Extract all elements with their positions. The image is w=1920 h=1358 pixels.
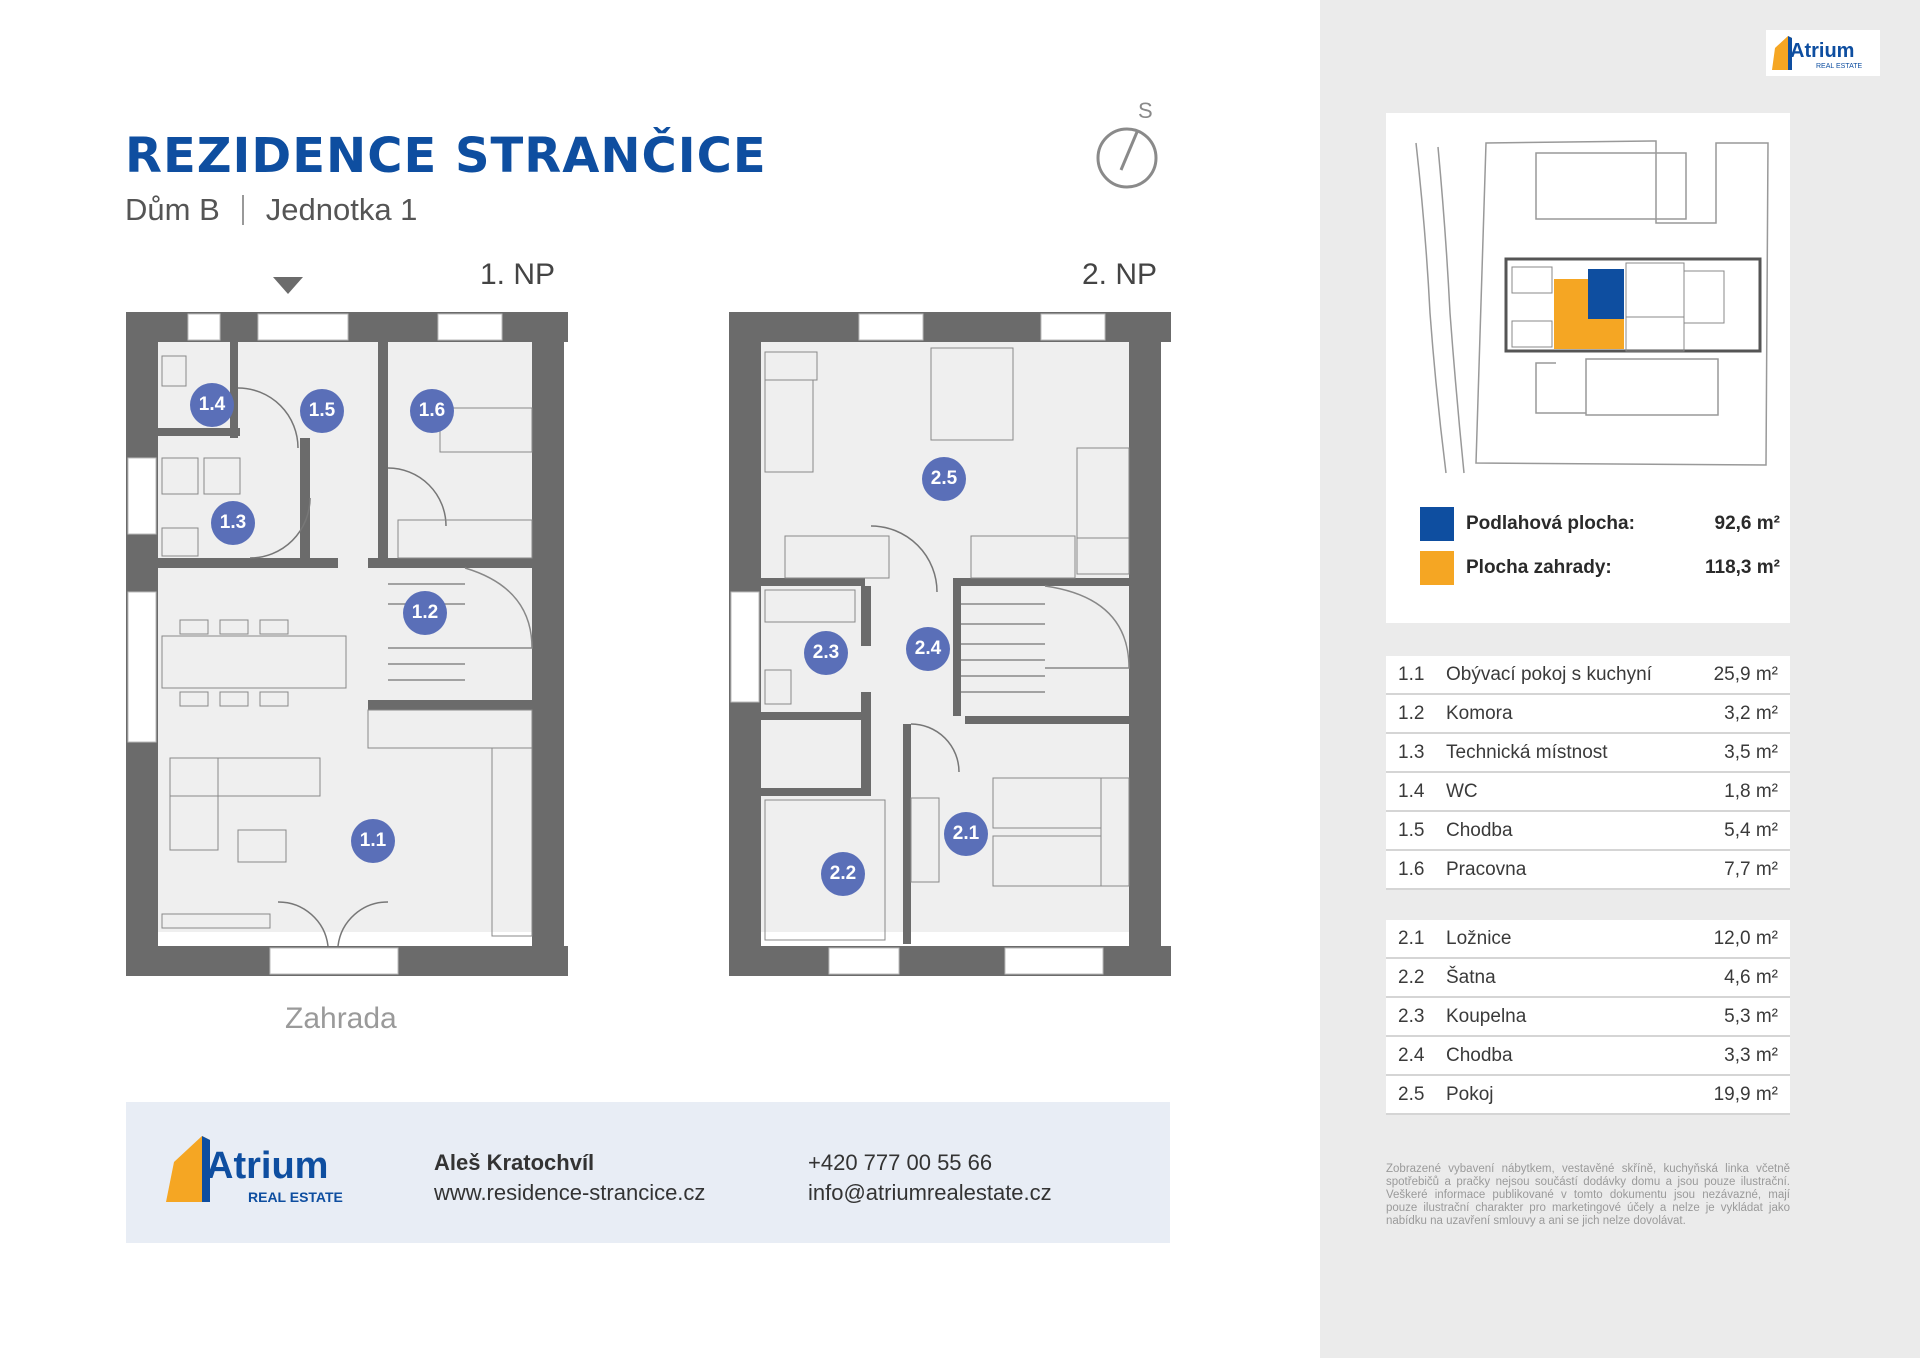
atrium-logo: Atrium REAL ESTATE bbox=[166, 1136, 343, 1205]
room-area: 5,3 m² bbox=[1724, 1005, 1778, 1027]
contact-details: +420 777 00 55 66 info@atriumrealestate.… bbox=[808, 1148, 1052, 1208]
logo-text: Atrium bbox=[206, 1145, 328, 1187]
room-badge-1-5: 1.5 bbox=[300, 389, 344, 433]
room-name: Ložnice bbox=[1446, 927, 1512, 949]
room-badge-2-3: 2.3 bbox=[804, 631, 848, 675]
legend-floor-area: Podlahová plocha: 92,6 m² bbox=[1420, 507, 1780, 541]
site-plan-map bbox=[1415, 140, 1769, 474]
room-name: Pracovna bbox=[1446, 858, 1527, 880]
room-badge-1-2: 1.2 bbox=[403, 591, 447, 635]
contact-website[interactable]: www.residence-strancice.cz bbox=[434, 1180, 706, 1205]
floor-area-label: Podlahová plocha: bbox=[1466, 513, 1635, 534]
room-number: 1.4 bbox=[1398, 780, 1425, 802]
room-number: 1.1 bbox=[1398, 663, 1425, 685]
plan-sheet: REZIDENCE STRANČICE Dům B Jednotka 1 S 1… bbox=[125, 98, 1171, 1243]
room-number: 2.3 bbox=[1398, 1005, 1425, 1027]
project-title: REZIDENCE STRANČICE bbox=[125, 128, 767, 184]
room-area: 1,8 m² bbox=[1724, 780, 1778, 802]
room-number: 1.3 bbox=[1398, 741, 1425, 763]
table-row: 2.2 Šatna 4,6 m² bbox=[1386, 959, 1790, 998]
table-row: 1.1 Obývací pokoj s kuchyní 25,9 m² bbox=[1386, 656, 1790, 695]
garden-area-value: 118,3 m² bbox=[1705, 557, 1780, 578]
room-name: Koupelna bbox=[1446, 1005, 1527, 1027]
room-number: 1.6 bbox=[1398, 858, 1425, 880]
rooms-table-floor1: 1.1 Obývací pokoj s kuchyní 25,9 m² 1.2 … bbox=[1386, 656, 1790, 890]
disclaimer-text: Zobrazené vybavení nábytkem, vestavěné s… bbox=[1386, 1163, 1790, 1227]
table-row: 2.1 Ložnice 12,0 m² bbox=[1386, 920, 1790, 959]
room-number: 2.4 bbox=[1398, 1044, 1425, 1066]
room-number: 2.5 bbox=[1398, 1083, 1425, 1105]
room-name: Technická místnost bbox=[1446, 741, 1608, 763]
contact-name: Aleš Kratochvíl bbox=[434, 1150, 595, 1175]
room-name: Šatna bbox=[1446, 966, 1496, 988]
garden-area-swatch bbox=[1420, 551, 1454, 585]
small-logo-subtext: REAL ESTATE bbox=[1816, 63, 1862, 70]
table-row: 2.3 Koupelna 5,3 m² bbox=[1386, 998, 1790, 1037]
subtitle-separator bbox=[241, 195, 244, 225]
room-name: Chodba bbox=[1446, 819, 1513, 841]
room-name: Pokoj bbox=[1446, 1083, 1494, 1105]
table-row: 1.4 WC 1,8 m² bbox=[1386, 773, 1790, 812]
room-area: 3,3 m² bbox=[1724, 1044, 1778, 1066]
contact-box: Atrium REAL ESTATE Aleš Kratochvíl www.r… bbox=[126, 1102, 1170, 1243]
logo-subtext: REAL ESTATE bbox=[248, 1189, 343, 1205]
table-row: 1.2 Komora 3,2 m² bbox=[1386, 695, 1790, 734]
room-badge-2-2: 2.2 bbox=[821, 852, 865, 896]
room-number: 2.2 bbox=[1398, 966, 1425, 988]
table-row: 2.5 Pokoj 19,9 m² bbox=[1386, 1076, 1790, 1115]
room-name: WC bbox=[1446, 780, 1478, 802]
room-number: 1.2 bbox=[1398, 702, 1425, 724]
table-row: 1.3 Technická místnost 3,5 m² bbox=[1386, 734, 1790, 773]
room-number: 1.5 bbox=[1398, 819, 1425, 841]
room-name: Obývací pokoj s kuchyní bbox=[1446, 663, 1652, 685]
floor-area-value: 92,6 m² bbox=[1714, 513, 1780, 534]
room-badge-2-5: 2.5 bbox=[922, 457, 966, 501]
rooms-table-floor2: 2.1 Ložnice 12,0 m² 2.2 Šatna 4,6 m² 2.3… bbox=[1386, 920, 1790, 1115]
table-row: 1.6 Pracovna 7,7 m² bbox=[1386, 851, 1790, 890]
room-badge-2-4: 2.4 bbox=[906, 627, 950, 671]
small-logo-text: Atrium bbox=[1790, 40, 1854, 62]
table-row: 2.4 Chodba 3,3 m² bbox=[1386, 1037, 1790, 1076]
room-badge-2-1: 2.1 bbox=[944, 812, 988, 856]
room-area: 12,0 m² bbox=[1713, 927, 1778, 949]
room-area: 4,6 m² bbox=[1724, 966, 1778, 988]
room-badge-1-1: 1.1 bbox=[351, 819, 395, 863]
compass-letter: S bbox=[1138, 98, 1153, 123]
room-area: 7,7 m² bbox=[1724, 858, 1778, 880]
room-area: 5,4 m² bbox=[1724, 819, 1778, 841]
garden-label: Zahrada bbox=[285, 1002, 397, 1035]
floor1-plan bbox=[126, 277, 568, 976]
room-area: 3,2 m² bbox=[1724, 702, 1778, 724]
room-area: 19,9 m² bbox=[1713, 1083, 1778, 1105]
contact-person: Aleš Kratochvíl www.residence-strancice.… bbox=[434, 1148, 705, 1208]
room-area: 3,5 m² bbox=[1724, 741, 1778, 763]
room-area: 25,9 m² bbox=[1713, 663, 1778, 685]
contact-email[interactable]: info@atriumrealestate.cz bbox=[808, 1180, 1052, 1205]
unit-subtitle: Dům B Jednotka 1 bbox=[125, 192, 417, 228]
garden-area-label: Plocha zahrady: bbox=[1466, 557, 1612, 578]
legend-garden-area: Plocha zahrady: 118,3 m² bbox=[1420, 551, 1780, 585]
room-name: Komora bbox=[1446, 702, 1513, 724]
floor2-label: 2. NP bbox=[1082, 258, 1158, 291]
table-row: 1.5 Chodba 5,4 m² bbox=[1386, 812, 1790, 851]
contact-phone[interactable]: +420 777 00 55 66 bbox=[808, 1150, 993, 1175]
room-name: Chodba bbox=[1446, 1044, 1513, 1066]
floor1-label: 1. NP bbox=[480, 258, 556, 291]
atrium-small-logo: Atrium REAL ESTATE bbox=[1766, 30, 1880, 76]
unit-label: Jednotka 1 bbox=[265, 192, 418, 227]
house-label: Dům B bbox=[125, 192, 220, 227]
floor2-plan bbox=[729, 312, 1171, 976]
room-number: 2.1 bbox=[1398, 927, 1425, 949]
compass-icon: S bbox=[1096, 98, 1158, 189]
floor-area-swatch bbox=[1420, 507, 1454, 541]
site-plan-card: Podlahová plocha: 92,6 m² Plocha zahrady… bbox=[1386, 113, 1790, 623]
room-badge-1-4: 1.4 bbox=[190, 383, 234, 427]
room-badge-1-6: 1.6 bbox=[410, 389, 454, 433]
room-badge-1-3: 1.3 bbox=[211, 501, 255, 545]
